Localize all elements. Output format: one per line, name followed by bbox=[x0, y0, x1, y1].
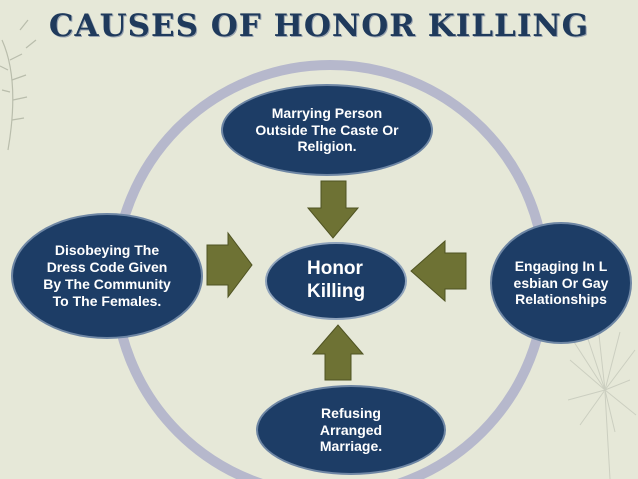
arrow-left-icon bbox=[410, 239, 467, 303]
dandelion-decoration bbox=[567, 325, 637, 479]
page-title: CAUSES OF HONOR KILLING bbox=[48, 8, 590, 44]
cause-node-caste-religion: Marrying Person Outside The Caste Or Rel… bbox=[221, 84, 433, 176]
center-label: Honor Killing bbox=[307, 258, 366, 302]
cause-node-dress-code: Disobeying The Dress Code Given By The C… bbox=[11, 213, 203, 339]
arrow-right-icon bbox=[206, 231, 253, 299]
cause-label: Marrying Person Outside The Caste Or Rel… bbox=[255, 104, 399, 155]
arrow-up-icon bbox=[311, 324, 365, 381]
center-node: Honor Killing bbox=[265, 242, 407, 320]
cause-node-relationships: Engaging In Lesbian Or Gay Relationships bbox=[490, 222, 632, 344]
leaves-decoration bbox=[0, 19, 37, 151]
cause-label: Disobeying The Dress Code Given By The C… bbox=[43, 242, 171, 309]
cause-node-arranged-marriage: Refusing Arranged Marriage. bbox=[256, 385, 446, 475]
cause-label: Engaging In Lesbian Or Gay Relationships bbox=[513, 257, 609, 308]
cause-label: Refusing Arranged Marriage. bbox=[319, 404, 383, 455]
arrow-down-icon bbox=[306, 180, 360, 239]
